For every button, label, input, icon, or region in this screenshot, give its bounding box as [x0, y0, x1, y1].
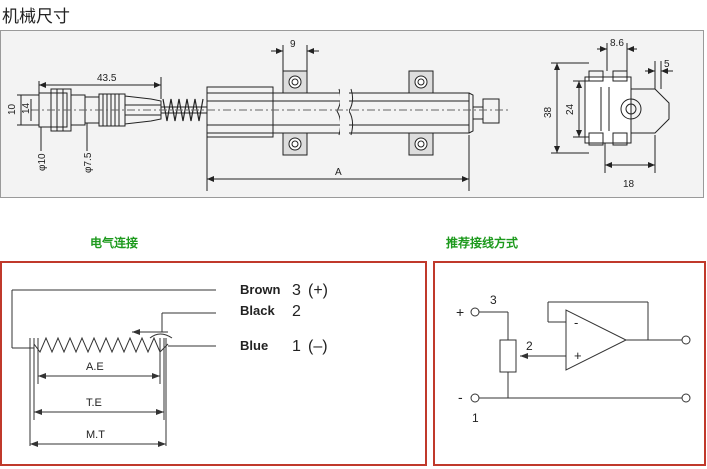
dim-18: 18 — [623, 179, 635, 190]
wiring-diagram: + - 3 2 1 - + — [456, 293, 691, 425]
supply-plus-label: + — [456, 304, 464, 320]
electrical-heading: 电气连接 — [90, 236, 139, 250]
dim-A: A — [335, 167, 342, 178]
op-amp — [565, 309, 628, 371]
node-2-label: 2 — [526, 339, 533, 353]
wiring-heading: 推荐接线方式 — [446, 236, 519, 250]
mechanical-drawing-panel: 9 43.5 10 14 φ10 φ7.5 A 8.6 5 38 24 18 — [0, 30, 704, 198]
wiring-panel: + - 3 2 1 - + — [433, 261, 706, 466]
dim-24: 24 — [565, 103, 576, 115]
pin-brown-number: 3 — [292, 282, 301, 299]
output-terminal — [681, 335, 691, 345]
dim-14: 14 — [21, 102, 32, 114]
length-ae-label: A.E — [86, 361, 104, 373]
node-3-label: 3 — [490, 293, 497, 307]
mounting-bracket — [282, 70, 434, 156]
terminal-plus — [470, 307, 480, 317]
potentiometer — [499, 339, 517, 373]
pin-blue-number: 1 — [292, 338, 301, 355]
dim-9: 9 — [290, 39, 296, 50]
pin-black-number: 2 — [292, 303, 301, 320]
dim-8-6: 8.6 — [610, 38, 624, 49]
terminal-minus — [470, 393, 480, 403]
pin-blue-name: Blue — [240, 338, 268, 353]
pin-blue-sign: (–) — [308, 338, 328, 355]
side-view — [584, 70, 670, 146]
pin-black-name: Black — [240, 303, 275, 318]
pin-brown-name: Brown — [240, 282, 281, 297]
dim-5: 5 — [664, 59, 670, 70]
node-1-label: 1 — [472, 411, 479, 425]
dim-38: 38 — [543, 106, 554, 118]
mechanical-drawing: 9 43.5 10 14 φ10 φ7.5 A 8.6 5 38 24 18 — [7, 38, 673, 191]
supply-minus-label: - — [458, 389, 463, 405]
dim-43-5: 43.5 — [97, 73, 117, 84]
dim-10: 10 — [7, 103, 18, 115]
opamp-minus-label: - — [574, 315, 578, 330]
electrical-connection-panel: A.E T.E M.T Brown Black Blue 3 (+) 2 1 (… — [0, 261, 427, 466]
pin-brown-sign: (+) — [308, 282, 328, 299]
electrical-diagram: A.E T.E M.T Brown Black Blue 3 (+) 2 1 (… — [11, 282, 328, 447]
dim-phi7-5: φ7.5 — [83, 152, 94, 173]
page-title: 机械尺寸 — [2, 7, 70, 27]
length-te-label: T.E — [86, 397, 102, 409]
opamp-plus-label: + — [574, 348, 582, 363]
rod-end — [482, 98, 500, 124]
dim-phi10: φ10 — [37, 153, 48, 171]
length-mt-label: M.T — [86, 429, 105, 441]
